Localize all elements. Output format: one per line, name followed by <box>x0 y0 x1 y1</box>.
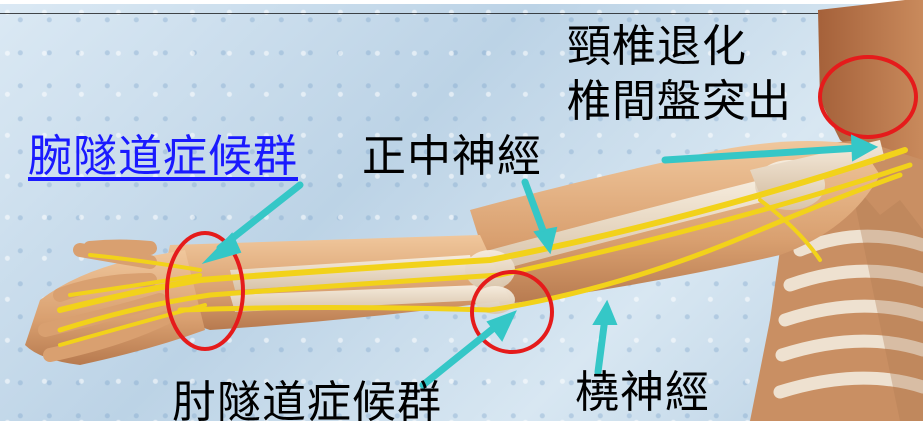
label-median-nerve: 正中神經 <box>362 135 542 179</box>
label-cubital-tunnel: 肘隧道症候群 <box>172 381 442 421</box>
label-radial-nerve: 橈神經 <box>575 371 710 415</box>
carpal-tunnel-link[interactable]: 腕隧道症候群 <box>28 135 298 179</box>
label-cervical-degeneration: 頸椎退化 <box>567 25 747 69</box>
label-disc-herniation: 椎間盤突出 <box>567 80 792 124</box>
